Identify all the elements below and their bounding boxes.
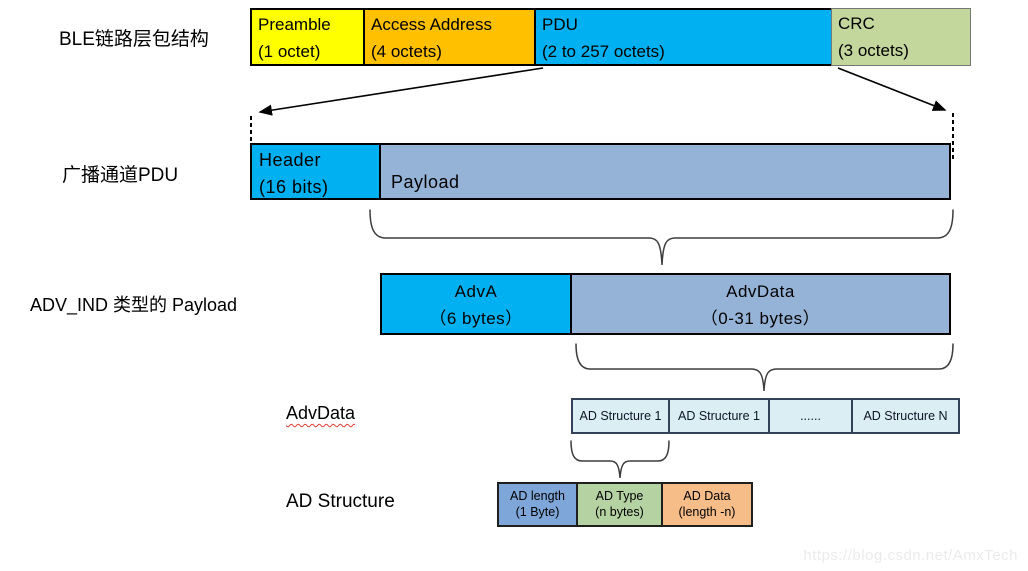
watermark-url: https://blog.csdn.net/AmxTech	[803, 547, 1018, 564]
field-name: Preamble	[258, 15, 331, 34]
field-size: (3 octets)	[838, 41, 909, 60]
field-size: (2 to 257 octets)	[542, 42, 665, 61]
arrow-pdu-to-payload-icon	[837, 67, 947, 111]
field-name: AD length	[510, 489, 565, 503]
field-size: (1 octet)	[258, 42, 321, 61]
label-adv-ind-payload: ADV_IND 类型的 Payload	[30, 295, 238, 315]
field-name: PDU	[542, 15, 578, 34]
ad-structure-detail-row: AD length (1 Byte) AD Type (n bytes) AD …	[497, 482, 753, 527]
cell-ad-structure-n: AD Structure N	[851, 398, 960, 434]
field-crc: CRC (3 octets)	[831, 8, 971, 66]
field-ad-data: AD Data (length -n)	[661, 482, 753, 527]
field-adva: AdvA （6 bytes）	[380, 273, 572, 335]
arrow-pdu-to-header-icon	[258, 67, 544, 116]
field-name: AdvData	[726, 282, 795, 301]
field-name: AD Data	[683, 489, 731, 503]
label-ad-structure: AD Structure	[286, 491, 395, 512]
advdata-structure-row: AD Structure 1 AD Structure 1 ...... AD …	[571, 398, 960, 434]
field-size: (length -n)	[678, 505, 736, 519]
field-header: Header (16 bits)	[250, 143, 381, 200]
field-access-address: Access Address (4 octets)	[363, 8, 536, 66]
field-name: Header	[259, 150, 322, 170]
label-advdata: AdvData	[286, 403, 356, 423]
field-name: AD Type	[595, 489, 644, 503]
label-advertising-channel-pdu: 广播通道PDU	[62, 165, 179, 186]
payload-structure-row: AdvA （6 bytes） AdvData （0-31 bytes）	[380, 273, 951, 335]
field-name: CRC	[838, 14, 875, 33]
packet-structure-row: Preamble (1 octet) Access Address (4 oct…	[250, 8, 971, 66]
field-size: （6 bytes）	[429, 309, 523, 328]
field-size: (n bytes)	[595, 505, 644, 519]
brace-ad-structure-icon	[570, 440, 670, 479]
field-size: (1 Byte)	[515, 505, 560, 519]
field-name: Payload	[391, 172, 460, 192]
field-pdu: PDU (2 to 257 octets)	[534, 8, 833, 66]
brace-payload-icon	[369, 209, 954, 266]
pdu-structure-row: Header (16 bits) Payload	[250, 143, 951, 200]
field-advdata: AdvData （0-31 bytes）	[570, 273, 951, 335]
field-size: (4 octets)	[371, 42, 442, 61]
field-size: （0-31 bytes）	[700, 309, 821, 328]
field-ad-length: AD length (1 Byte)	[497, 482, 578, 527]
field-name: Access Address	[371, 15, 492, 34]
cell-ad-structure-2: AD Structure 1	[668, 398, 770, 434]
field-payload: Payload	[379, 143, 951, 200]
field-name: AdvA	[454, 282, 498, 301]
cell-ad-structure-1: AD Structure 1	[571, 398, 670, 434]
field-preamble: Preamble (1 octet)	[250, 8, 365, 66]
label-link-layer-packet: BLE链路层包结构	[59, 29, 209, 50]
field-ad-type: AD Type (n bytes)	[576, 482, 663, 527]
brace-advdata-icon	[575, 343, 954, 392]
cell-ad-structure-ellipsis: ......	[768, 398, 853, 434]
field-size: (16 bits)	[259, 177, 329, 197]
